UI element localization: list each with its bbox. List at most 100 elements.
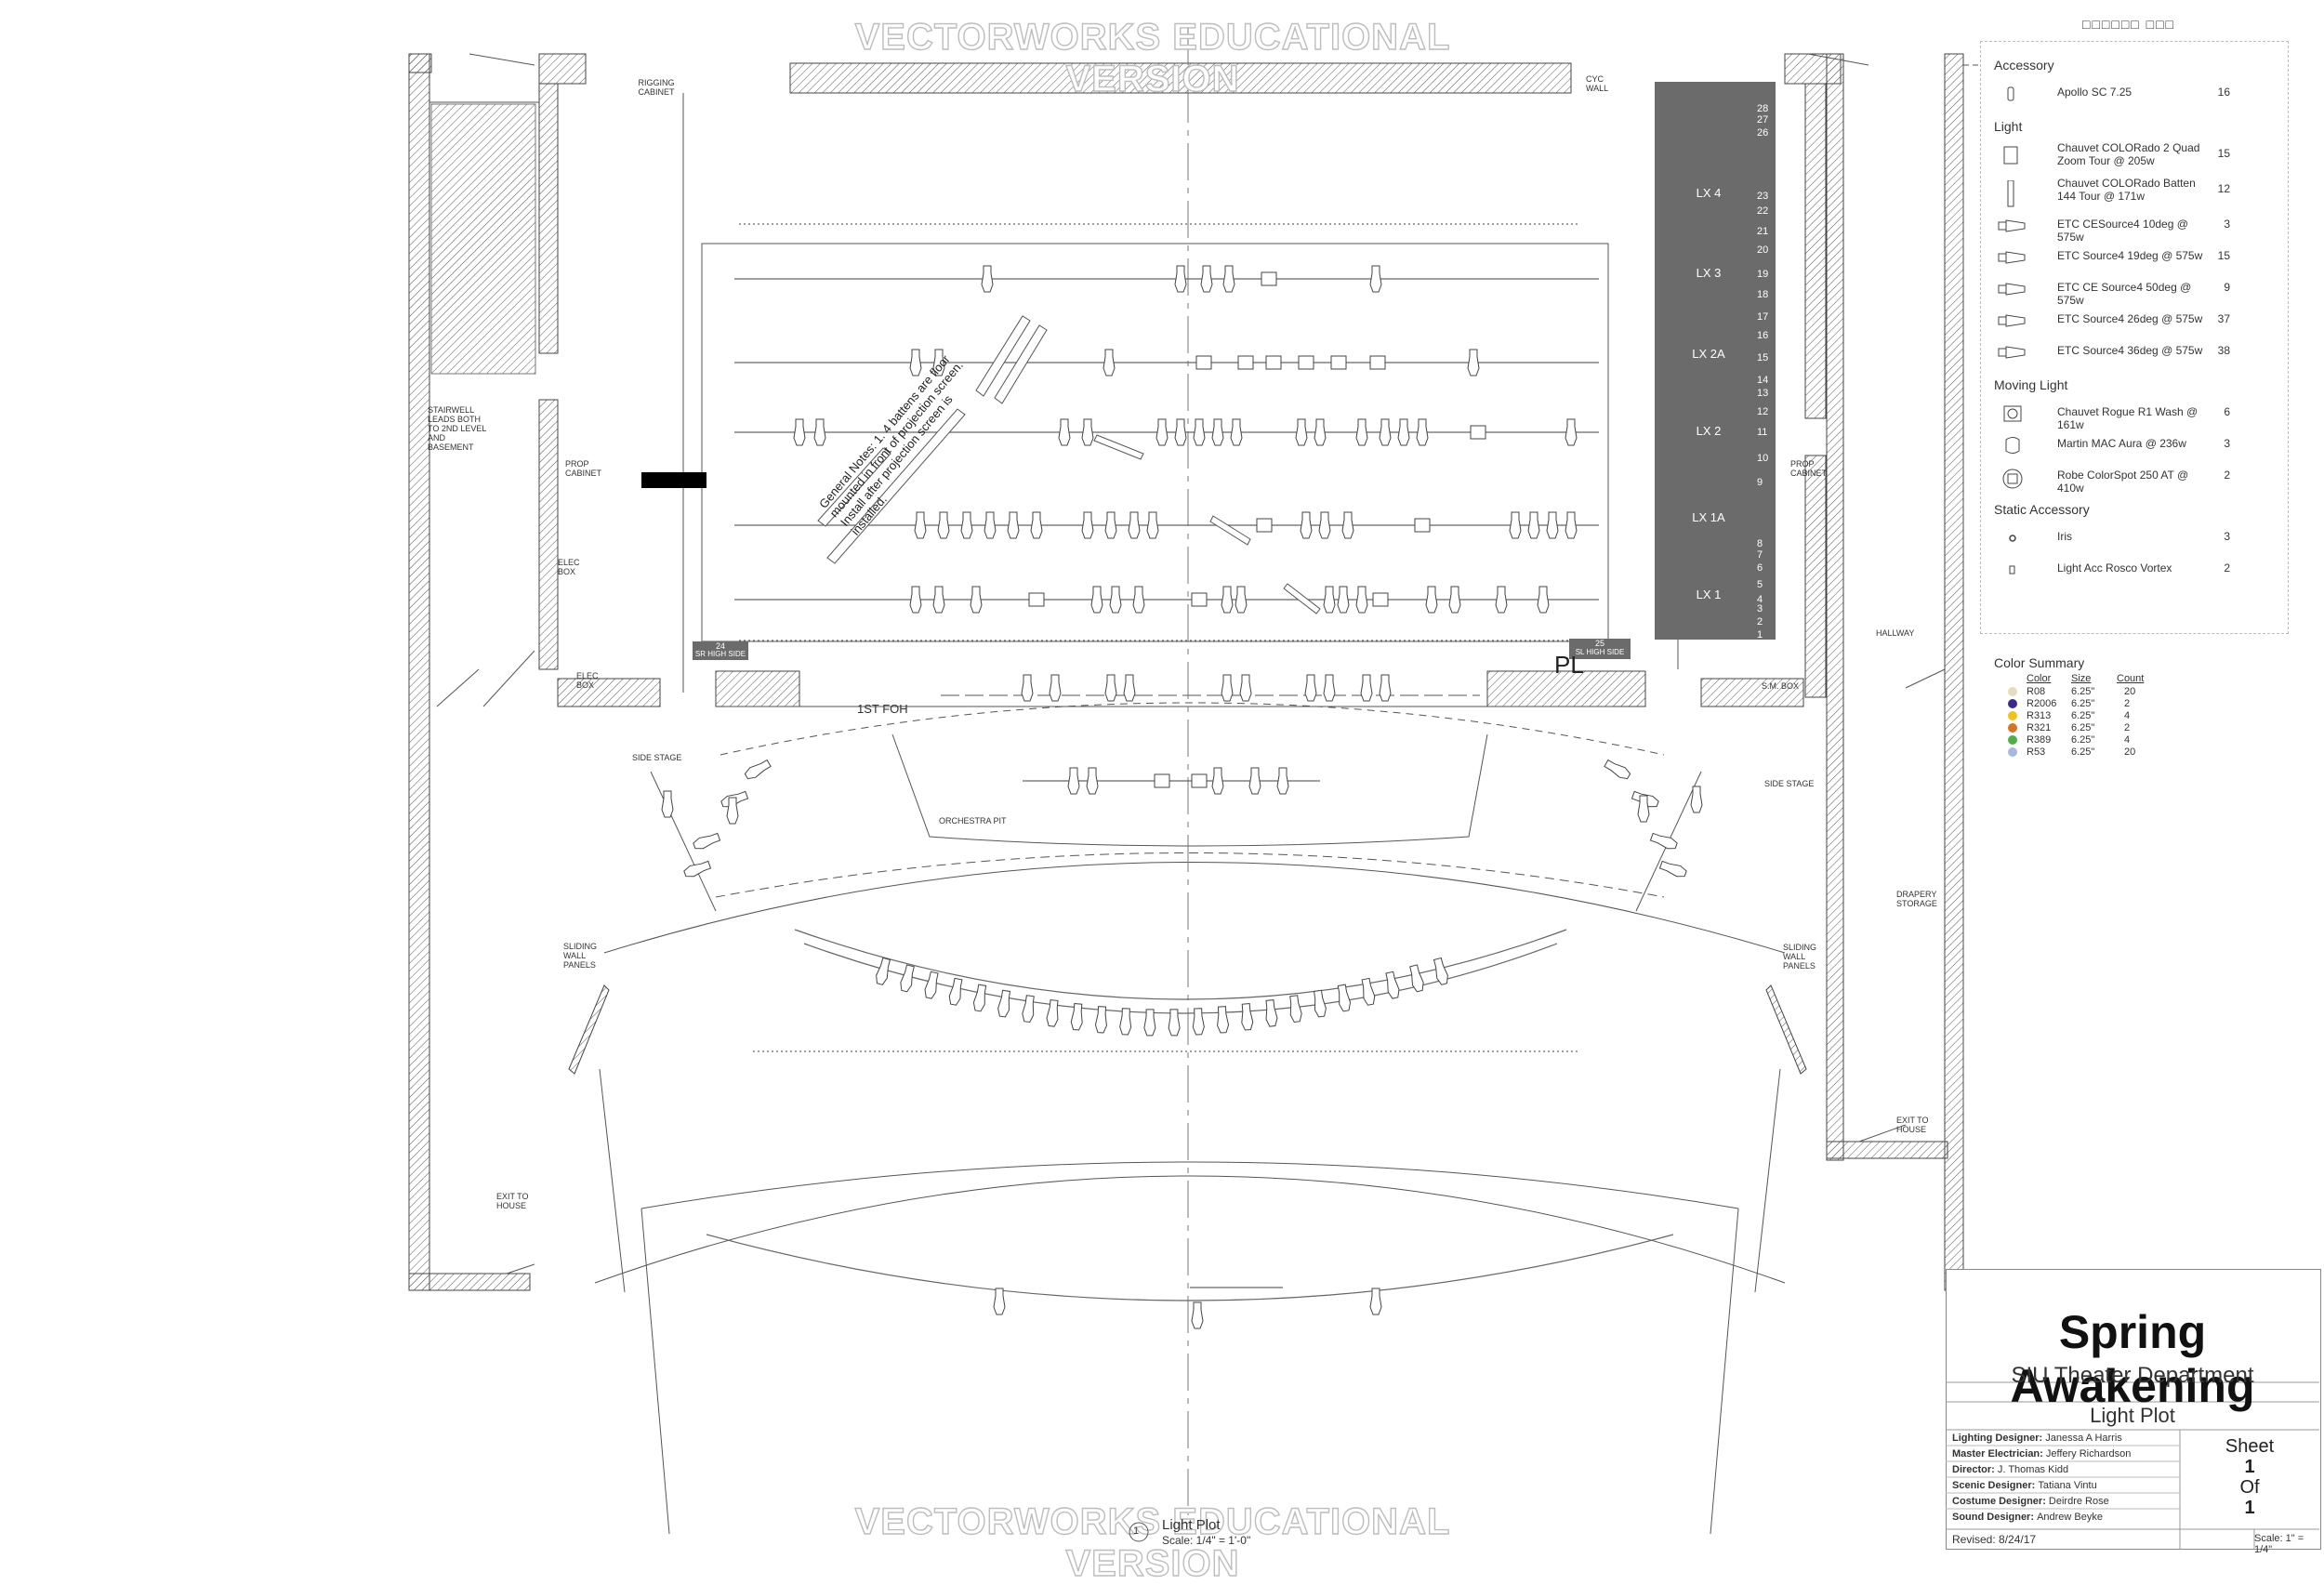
title-block-scale: Scale: 1" = 1/4" [2254,1533,2304,1555]
exit-right-label: EXIT TO HOUSE [1896,1116,1929,1134]
color-swatch [2008,747,2017,757]
legend-item-label: ETC CE Source4 50deg @ 575w [2057,281,2192,307]
color-summary-count: 2 [2124,722,2131,733]
fixture-icon [1081,418,1094,446]
fixture-icon [1174,265,1187,293]
fixture-icon [1527,511,1540,539]
wash-fixture-icon [1265,355,1282,370]
legend-item-qty: 37 [2217,312,2230,325]
fixture-icon [1604,759,1631,780]
sheet-info: Sheet 1 Of 1 [2180,1436,2319,1518]
lineset-number: 14 [1757,375,1769,386]
color-summary-size: 6.25" [2071,722,2095,733]
fixture-icon [1230,418,1243,446]
wash-fixture-icon [1261,271,1277,286]
fixture-icon [1425,586,1438,614]
lineset-number: 11 [1757,427,1768,438]
color-swatch [2008,735,2017,745]
wash-fixture-icon [1195,355,1212,370]
sr-high-side-label: SR HIGH SIDE [694,650,746,658]
legend-item-label: ETC Source4 26deg @ 575w [2057,312,2203,325]
wash-fixture-icon [1369,355,1386,370]
fixture-icon [1155,418,1169,446]
lineset-number: 16 [1757,330,1769,341]
revised-date: Revised: 8/24/17 [1952,1533,2037,1546]
moving-spot-icon [1997,467,2028,489]
legend-item-qty: 16 [2217,86,2230,99]
fixture-icon [876,957,891,985]
color-header: Color [2027,673,2052,684]
iris-icon [1997,528,2028,550]
legend-section-heading: Static Accessory [1994,502,2090,517]
fixture-icon [683,860,712,878]
color-summary-count: 20 [2124,746,2136,758]
fixture-icon [1355,418,1368,446]
wash-fixture-icon [1330,355,1347,370]
drapery-storage-label: DRAPERY STORAGE [1896,890,1937,908]
wash-fixture-icon [1028,592,1045,607]
credit-role: Costume Designer: [1952,1496,2049,1507]
fixture-icon [1168,1009,1181,1037]
legend-item-qty: 2 [2224,561,2230,575]
color-swatch [2008,711,2017,720]
of-label: Of [2239,1477,2260,1498]
credit-role: Master Electrician: [1952,1448,2046,1460]
sheet-total: 1 [2244,1498,2255,1518]
fixture-icon [1239,674,1252,702]
fixture-icon [1397,418,1410,446]
title-block-lines [1129,1381,2319,1550]
legend-item-qty: 3 [2224,437,2230,450]
fixture-icon [813,418,826,446]
color-summary-size: 6.25" [2071,698,2095,709]
stairwell-label: STAIRWELL LEADS BOTH TO 2ND LEVEL AND BA… [428,405,487,452]
legend-item-label: ETC CESource4 10deg @ 575w [2057,218,2188,244]
lineset-lx1a: LX 1A [1692,510,1725,524]
fixture-icon [1200,265,1213,293]
fixture-icon [1289,995,1302,1024]
wash-fixture-icon [1256,518,1273,533]
color-summary-color: R08 [2027,686,2046,697]
fixture-icon [1217,1006,1230,1034]
legend-item-qty: 6 [2224,405,2230,418]
lineset-number: 3 [1757,603,1763,614]
legend-title: □□□□□□ □□□ [2082,17,2175,32]
fixture-icon [1276,767,1289,795]
side-stage-right-label: SIDE STAGE [1764,779,1815,788]
lineset-number: 21 [1757,226,1769,237]
title-block [1946,1269,2321,1550]
credit-role: Scenic Designer: [1952,1480,2039,1491]
color-summary-count: 2 [2124,698,2131,709]
credit-name: J. Thomas Kidd [1997,1464,2069,1475]
lineset-number: 22 [1757,205,1769,217]
masking-block [641,472,706,488]
prop-cabinet-right-label: PROP CABINET [1790,459,1828,478]
legend-item-qty: 15 [2217,147,2230,160]
lineset-number: 4 [1757,594,1763,605]
legend-item-label: Chauvet COLORado Batten 144 Tour @ 171w [2057,177,2196,203]
credit-name: Tatiana Vintu [2038,1480,2097,1491]
fixture-icon [1323,586,1336,614]
legend-box [1980,41,2289,634]
wash-light-icon [1997,145,2028,167]
lineset-number: 12 [1757,406,1769,417]
legend-item-qty: 3 [2224,530,2230,543]
credit-row: Lighting Designer: Janessa A Harris [1952,1433,2122,1444]
fixture-icon [932,349,945,376]
credit-row: Director: J. Thomas Kidd [1952,1464,2068,1475]
wash-fixture-icon [1191,773,1208,788]
fixture-icon [1021,674,1034,702]
fixture-icon [1070,1003,1083,1031]
color-summary-count: 4 [2124,710,2131,721]
light-plot-drawing [408,28,1980,1535]
lineset-number: 17 [1757,311,1769,323]
side-stage-left-label: SIDE STAGE [632,753,682,762]
fixture-icon [1193,418,1206,446]
fixture-icon [1094,1006,1107,1034]
fixture-icon [726,797,739,825]
legend-item-qty: 15 [2217,249,2230,262]
legend-item-qty: 38 [2217,344,2230,357]
hallway-label: HALLWAY [1876,628,1915,638]
fixture-icon [1385,971,1400,999]
fixture-icon [1143,1009,1156,1037]
fixture-icon [1323,674,1336,702]
